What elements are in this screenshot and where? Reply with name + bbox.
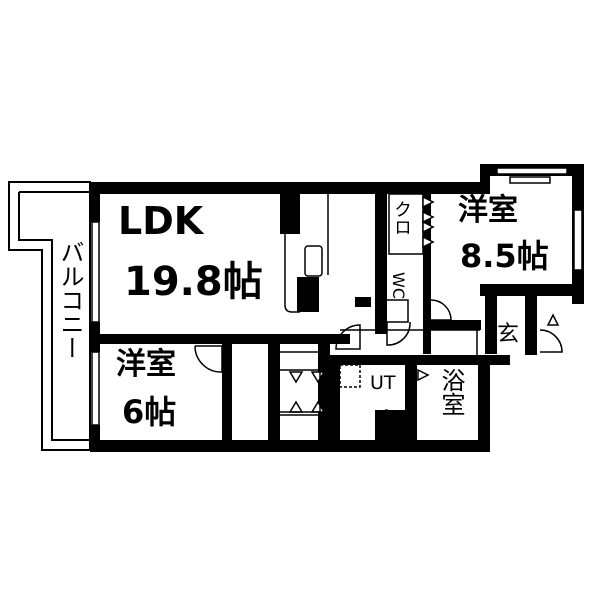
room-label-balcony: バルコニー [56, 240, 84, 360]
windows [91, 167, 583, 426]
room-label-toilet: WC [389, 272, 408, 299]
room-label-western-2: 洋室 [116, 347, 176, 382]
room-label-western-1: 洋室 [458, 193, 518, 228]
hallway-lines [277, 299, 480, 416]
room-label-entrance: 玄 [497, 322, 520, 347]
room-size-western-2: 6帖 [122, 393, 177, 431]
room-label-bath: 浴室 [437, 368, 465, 416]
room-label-ldk: LDK [118, 199, 204, 243]
room-label-utility: UT [370, 372, 396, 394]
walls [90, 164, 584, 452]
closet-doors [288, 193, 560, 413]
room-size-western-1: 8.5帖 [460, 237, 549, 275]
room-size-ldk: 19.8帖 [124, 259, 263, 305]
kitchen-counter [284, 194, 329, 313]
room-label-closet: クロ [391, 200, 412, 236]
door-swings [194, 299, 563, 421]
